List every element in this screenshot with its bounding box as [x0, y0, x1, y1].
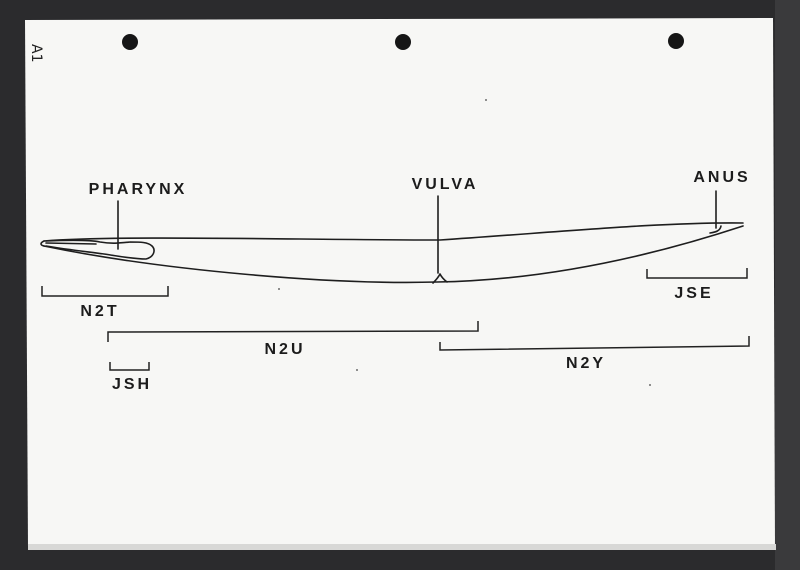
scan-speck — [356, 369, 358, 371]
vulva-label: VULVA — [412, 176, 479, 193]
region-label: JSE — [674, 285, 713, 302]
paper-bottom-edge — [28, 544, 776, 550]
scan-speck — [485, 99, 487, 101]
punch-hole — [395, 34, 411, 50]
scan-speck — [649, 384, 651, 386]
pharynx-label: PHARYNX — [89, 181, 188, 198]
region-bracket — [646, 268, 748, 279]
region-jse: JSE — [646, 268, 748, 302]
anus-mark — [709, 225, 722, 234]
region-label: N2T — [80, 303, 119, 320]
region-label: N2Y — [566, 355, 606, 372]
region-label: N2U — [264, 341, 305, 358]
region-jsh: JSH — [109, 362, 152, 393]
region-bracket — [41, 286, 169, 297]
region-n2y: N2Y — [439, 336, 750, 372]
region-label: JSH — [112, 376, 152, 393]
pharynx-outline — [45, 239, 155, 260]
scan-speck — [278, 288, 280, 290]
corner-note: A1 — [28, 44, 44, 62]
pharynx-lumen — [45, 242, 97, 245]
region-n2u: N2U — [107, 321, 479, 358]
vulva-notch — [432, 273, 448, 284]
backing-edge — [775, 0, 800, 570]
region-bracket — [107, 321, 479, 342]
body-dorsal-outline — [43, 222, 744, 242]
punch-hole — [668, 33, 684, 49]
punch-hole — [122, 34, 138, 50]
anus-label: ANUS — [693, 169, 750, 186]
region-n2t: N2T — [41, 286, 169, 320]
head-tip — [40, 240, 45, 247]
region-bracket — [439, 336, 750, 351]
worm-body — [40, 222, 744, 284]
region-bracket — [109, 362, 150, 371]
body-ventral-outline — [43, 225, 744, 284]
